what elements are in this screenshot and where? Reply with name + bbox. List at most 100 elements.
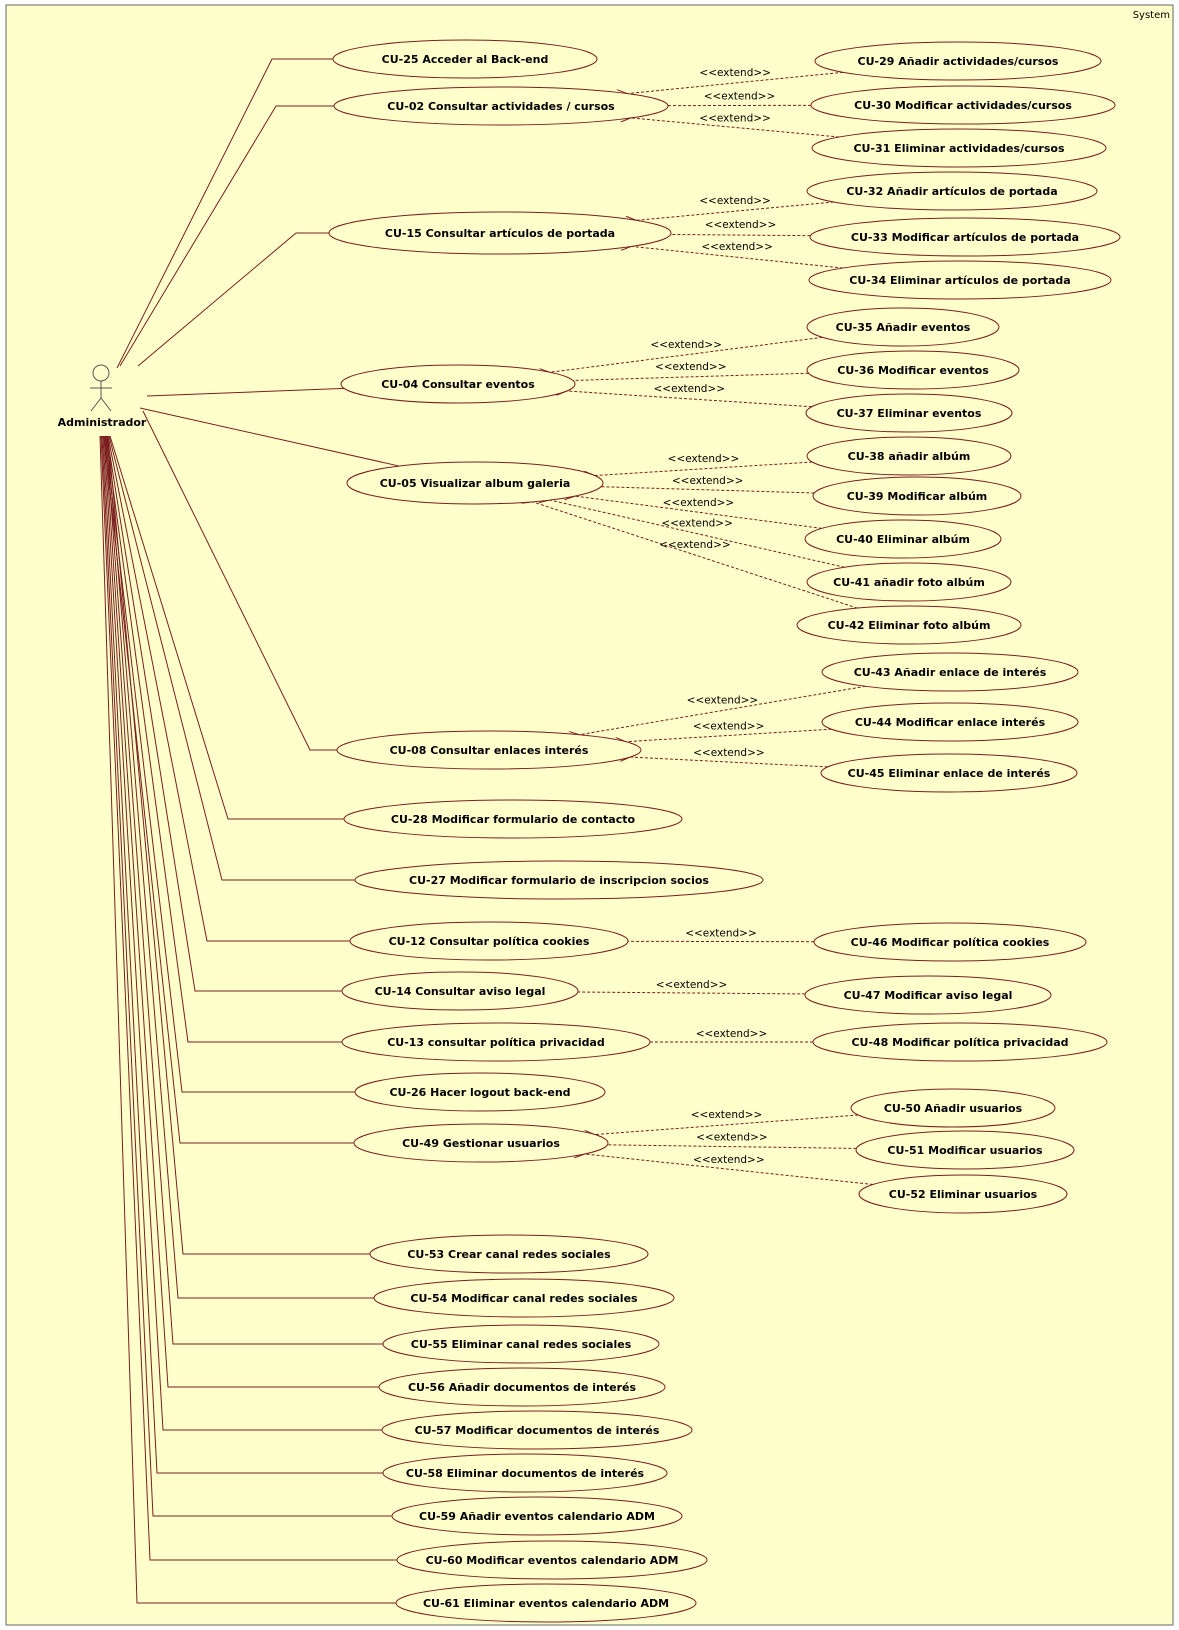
actor-label: Administrador [58,416,147,429]
extend-label: <<extend>> [705,219,777,231]
use-case-ellipse [806,171,1098,211]
use-case-label: CU-49 Gestionar usuarios [402,1137,560,1150]
use-case-label: CU-02 Consultar actividades / cursos [387,100,615,113]
use-case-cu58[interactable]: CU-58 Eliminar documentos de interés [382,1453,668,1493]
use-case-cu53[interactable]: CU-53 Crear canal redes sociales [369,1234,649,1274]
extend-arrow-cu50 [595,1114,859,1135]
association-cu26 [104,435,355,1093]
use-case-label: CU-61 Eliminar eventos calendario ADM [423,1597,669,1610]
use-case-ellipse [820,753,1078,793]
use-case-cu52[interactable]: CU-52 Eliminar usuarios [858,1174,1068,1214]
use-case-cu31[interactable]: CU-31 Eliminar actividades/cursos [811,128,1107,168]
association-cu02 [119,105,334,367]
use-case-ellipse [806,436,1012,476]
use-case-cu32[interactable]: CU-32 Añadir artículos de portada [806,171,1098,211]
use-case-ellipse [354,1072,606,1112]
extend-label: <<extend>> [699,67,771,79]
use-case-cu56[interactable]: CU-56 Añadir documentos de interés [378,1367,666,1407]
use-case-cu26[interactable]: CU-26 Hacer logout back-end [354,1072,606,1112]
extend-label: <<extend>> [693,720,765,732]
use-case-ellipse [382,1324,660,1364]
use-case-cu59[interactable]: CU-59 Añadir eventos calendario ADM [391,1496,683,1536]
use-case-cu02[interactable]: CU-02 Consultar actividades / cursos [333,86,669,126]
use-case-label: CU-59 Añadir eventos calendario ADM [419,1510,655,1523]
extend-arrow-cu51 [607,1145,857,1149]
use-case-cu05[interactable]: CU-05 Visualizar album galeria [346,461,604,505]
use-case-label: CU-41 añadir foto albúm [833,576,985,589]
extend-arrow-cu34 [631,246,843,269]
use-case-label: CU-32 Añadir artículos de portada [846,185,1057,198]
use-case-cu34[interactable]: CU-34 Eliminar artículos de portada [808,260,1112,300]
use-case-cu39[interactable]: CU-39 Modificar albúm [812,476,1022,516]
use-case-ellipse [858,1174,1068,1214]
use-case-cu43[interactable]: CU-43 Añadir enlace de interés [821,652,1079,692]
use-case-cu42[interactable]: CU-42 Eliminar foto albúm [796,605,1022,645]
extend-arrow-cu37 [567,391,812,408]
association-cu55 [105,435,383,1345]
use-case-cu48[interactable]: CU-48 Modificar política privacidad [812,1022,1108,1062]
use-case-ellipse [382,1453,668,1493]
use-case-cu12[interactable]: CU-12 Consultar política cookies [349,921,629,961]
use-case-label: CU-29 Añadir actividades/cursos [858,55,1059,68]
use-case-ellipse [341,1022,651,1062]
use-case-cu33[interactable]: CU-33 Modificar artículos de portada [809,217,1121,257]
use-case-cu25[interactable]: CU-25 Acceder al Back-end [332,39,598,79]
use-case-cu55[interactable]: CU-55 Eliminar canal redes sociales [382,1324,660,1364]
association-lines [99,58,400,1604]
use-case-cu14[interactable]: CU-14 Consultar aviso legal [341,971,579,1011]
actor-administrador[interactable] [90,364,112,412]
use-case-label: CU-60 Modificar eventos calendario ADM [426,1554,679,1567]
extend-label: <<extend>> [699,195,771,207]
use-case-cu45[interactable]: CU-45 Eliminar enlace de interés [820,753,1078,793]
system-label: System [1133,10,1170,21]
use-case-cu60[interactable]: CU-60 Modificar eventos calendario ADM [396,1540,708,1580]
use-case-cu54[interactable]: CU-54 Modificar canal redes sociales [373,1278,675,1318]
use-case-cu57[interactable]: CU-57 Modificar documentos de interés [381,1410,693,1450]
use-case-label: CU-12 Consultar política cookies [389,935,590,948]
use-case-cu35[interactable]: CU-35 Añadir eventos [806,307,1000,347]
use-case-cu49[interactable]: CU-49 Gestionar usuarios [353,1123,609,1163]
use-case-cu13[interactable]: CU-13 consultar política privacidad [341,1022,651,1062]
association-cu04 [146,387,345,397]
extend-label: <<extend>> [696,1028,768,1040]
use-case-label: CU-53 Crear canal redes sociales [407,1248,611,1261]
use-case-cu37[interactable]: CU-37 Eliminar eventos [805,393,1013,433]
use-case-ellipse [381,1410,693,1450]
actor-head-icon [92,364,110,382]
association-cu12 [107,435,350,942]
use-case-cu29[interactable]: CU-29 Añadir actividades/cursos [814,41,1102,81]
use-case-label: CU-14 Consultar aviso legal [375,985,546,998]
use-case-cu27[interactable]: CU-27 Modificar formulario de inscripcio… [354,860,764,900]
association-cu56 [104,435,379,1388]
extend-label: <<extend>> [693,747,765,759]
use-case-cu47[interactable]: CU-47 Modificar aviso legal [804,975,1052,1015]
extend-label: <<extend>> [663,497,735,509]
use-case-label: CU-42 Eliminar foto albúm [828,619,991,632]
use-case-label: CU-56 Añadir documentos de interés [408,1381,636,1394]
use-case-cu51[interactable]: CU-51 Modificar usuarios [855,1130,1075,1170]
use-case-cu08[interactable]: CU-08 Consultar enlaces interés [336,730,642,770]
use-case-ellipse [812,1022,1108,1062]
use-case-label: CU-15 Consultar artículos de portada [385,227,615,240]
use-case-ellipse [814,41,1102,81]
use-case-label: CU-44 Modificar enlace interés [855,716,1046,729]
use-case-cu46[interactable]: CU-46 Modificar política cookies [813,922,1087,962]
use-case-cu38[interactable]: CU-38 añadir albúm [806,436,1012,476]
use-case-cu15[interactable]: CU-15 Consultar artículos de portada [328,211,672,255]
use-case-label: CU-31 Eliminar actividades/cursos [853,142,1064,155]
use-case-label: CU-58 Eliminar documentos de interés [406,1467,645,1480]
use-case-ellipse [336,730,642,770]
extend-arrow-cu39 [601,487,815,494]
use-case-cu30[interactable]: CU-30 Modificar actividades/cursos [810,85,1116,125]
use-case-cu36[interactable]: CU-36 Modificar eventos [806,350,1020,390]
use-case-cu40[interactable]: CU-40 Eliminar albúm [804,519,1002,559]
use-case-cu28[interactable]: CU-28 Modificar formulario de contacto [343,799,683,839]
use-case-cu44[interactable]: CU-44 Modificar enlace interés [821,702,1079,742]
use-case-cu41[interactable]: CU-41 añadir foto albúm [806,562,1012,602]
use-case-cu61[interactable]: CU-61 Eliminar eventos calendario ADM [395,1583,697,1623]
extend-arrow-cu32 [636,201,834,220]
use-case-cu50[interactable]: CU-50 Añadir usuarios [850,1088,1056,1128]
extend-label: <<extend>> [685,928,757,940]
use-case-cu04[interactable]: CU-04 Consultar eventos [340,364,576,404]
